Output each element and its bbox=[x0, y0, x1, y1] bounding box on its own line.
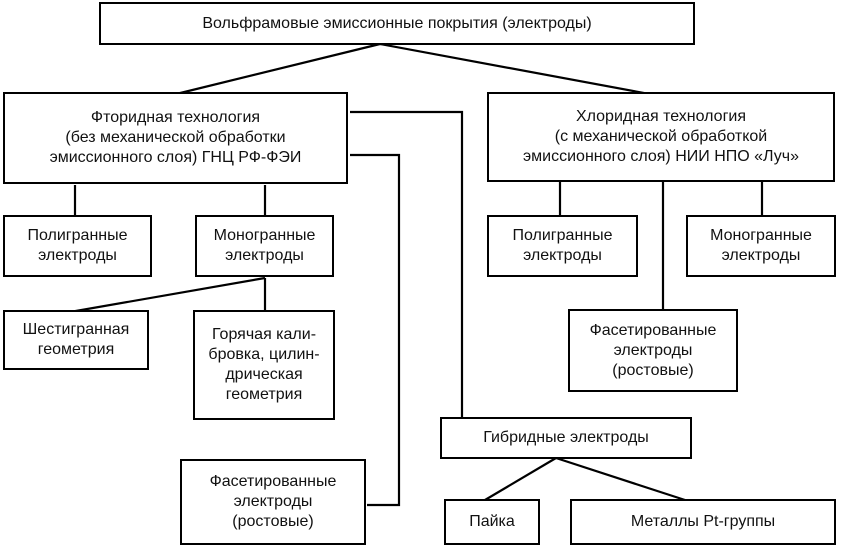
connector-root-chloride bbox=[379, 42, 661, 98]
hexagonal-geometry-node: Шестигранная геометрия bbox=[3, 310, 149, 370]
root-node-label: Вольфрамовые эмиссионные покрытия (элект… bbox=[202, 14, 592, 32]
connector-fluoride-faceted bbox=[350, 153, 401, 507]
hot-calibration-node: Горячая кали- бровка, цилин- дрическая г… bbox=[193, 310, 335, 420]
pt-group-metals-label: Металлы Pt-группы bbox=[630, 513, 776, 530]
chloride-technology-node: Хлоридная технология (с механической обр… bbox=[487, 92, 835, 182]
fluoride-faceted-node: Фасетированные электроды (ростовые) bbox=[180, 459, 366, 545]
fluoride-technology-node: Фторидная технология (без механической о… bbox=[3, 92, 348, 184]
connector-root-fluoride bbox=[167, 42, 381, 98]
fluoride-faceted-label: Фасетированные электроды (ростовые) bbox=[209, 473, 337, 530]
chloride-mono-node: Моногранные электроды bbox=[686, 215, 836, 277]
hot-calibration-label: Горячая кали- бровка, цилин- дрическая г… bbox=[208, 326, 320, 403]
hexagonal-geometry-label: Шестигранная геометрия bbox=[22, 321, 130, 358]
connector-mono-hex bbox=[69, 276, 266, 314]
pt-group-metals-node: Металлы Pt-группы bbox=[570, 499, 836, 545]
chloride-faceted-label: Фасетированные электроды (ростовые) bbox=[589, 321, 717, 379]
chloride-faceted-node: Фасетированные электроды (ростовые) bbox=[568, 309, 738, 392]
root-node: Вольфрамовые эмиссионные покрытия (элект… bbox=[99, 2, 695, 45]
chloride-mono-label: Моногранные электроды bbox=[710, 227, 812, 264]
solder-node: Пайка bbox=[444, 499, 540, 545]
hybrid-electrodes-label: Гибридные электроды bbox=[483, 429, 649, 446]
chloride-technology-label: Хлоридная технология (с механической обр… bbox=[523, 108, 799, 165]
fluoride-mono-label: Моногранные электроды bbox=[213, 227, 316, 264]
connector-hybrid-metals bbox=[555, 456, 686, 502]
chloride-poly-label: Полигранные электроды bbox=[512, 227, 613, 264]
fluoride-technology-label: Фторидная технология (без механической о… bbox=[49, 109, 302, 166]
connector-fluoride-hybrid bbox=[350, 110, 464, 418]
fluoride-poly-label: Полигранные электроды bbox=[27, 227, 128, 264]
hybrid-electrodes-node: Гибридные электроды bbox=[440, 417, 692, 459]
fluoride-mono-node: Моногранные электроды bbox=[195, 215, 334, 277]
fluoride-poly-node: Полигранные электроды bbox=[3, 215, 152, 277]
connector-hybrid-solder bbox=[484, 457, 557, 501]
chloride-poly-node: Полигранные электроды bbox=[487, 215, 638, 277]
solder-label: Пайка bbox=[469, 513, 515, 530]
